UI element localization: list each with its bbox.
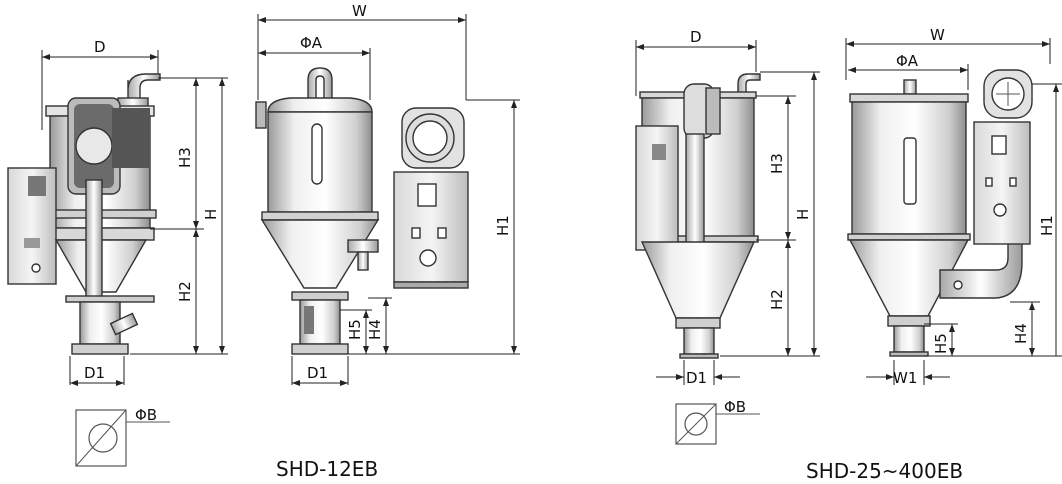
right-model-name: SHD-25~400EB <box>806 459 963 483</box>
left-dim-h3-label: H3 <box>176 147 194 168</box>
left-front-view: W ΦA <box>255 2 520 481</box>
right-dim-h1-label: H1 <box>1038 215 1056 236</box>
right-dim-h4-label: H4 <box>1012 323 1030 344</box>
right-side-view: D H3 H2 <box>635 28 820 445</box>
right-dim-phi-b-label: ΦB <box>724 398 746 416</box>
left-dim-h2-label: H2 <box>176 281 194 302</box>
left-model-name: SHD-12EB <box>276 457 378 481</box>
right-dim-w1-label: W1 <box>893 369 917 387</box>
left-dim-w-label: W <box>352 2 367 20</box>
right-front-view: W ΦA H1 <box>806 26 1062 483</box>
left-dim-h5-label: H5 <box>346 319 364 340</box>
left-front-dim-d1-label: D1 <box>307 364 328 382</box>
left-dim-h1-label: H1 <box>494 215 512 236</box>
right-dim-h-label: H <box>794 209 812 220</box>
right-dim-phi-a-label: ΦA <box>896 52 919 70</box>
right-dim-h5-label: H5 <box>932 333 950 354</box>
right-dim-h3-label: H3 <box>768 153 786 174</box>
left-side-view: D <box>7 38 228 467</box>
right-dim-d1-label: D1 <box>686 369 707 387</box>
left-dim-phi-b-label: ΦB <box>135 406 157 424</box>
right-dim-h2-label: H2 <box>768 289 786 310</box>
left-dim-h4-label: H4 <box>366 319 384 340</box>
right-dim-w-label: W <box>930 26 945 44</box>
left-dim-d-label: D <box>94 38 106 56</box>
left-dim-phi-a-label: ΦA <box>300 34 323 52</box>
left-dim-d1-label: D1 <box>84 364 105 382</box>
right-dim-d-label: D <box>690 28 702 46</box>
left-dim-h-label: H <box>202 209 220 220</box>
